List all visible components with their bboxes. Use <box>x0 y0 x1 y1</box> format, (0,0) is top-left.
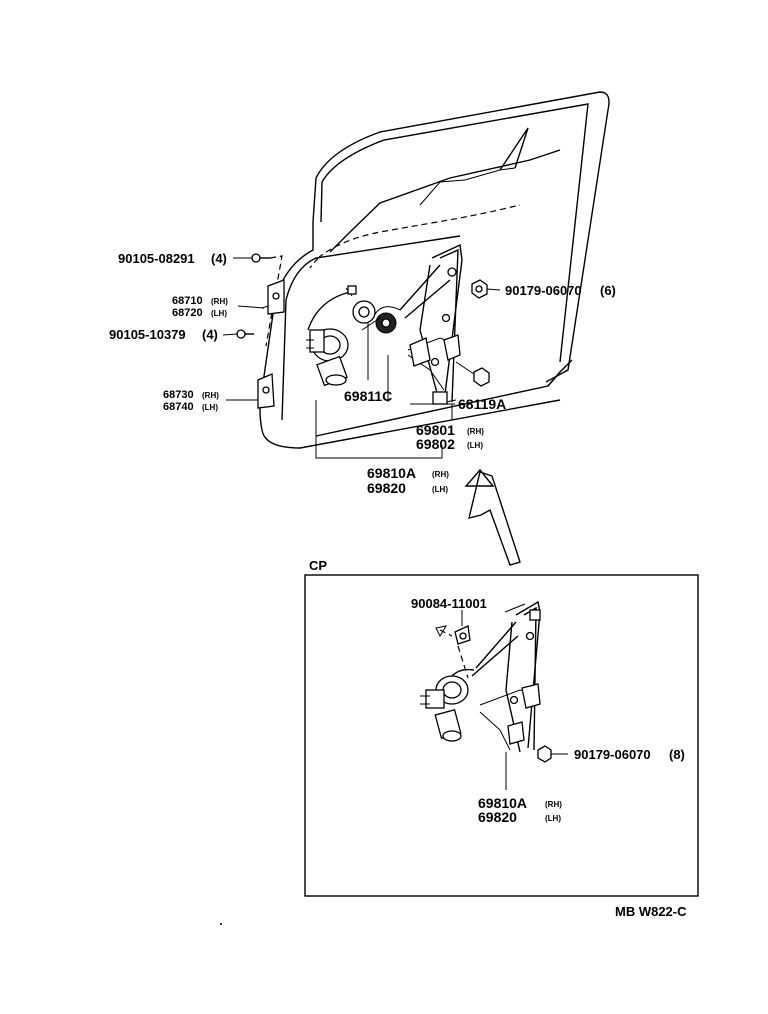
window-motor-inset <box>420 668 475 742</box>
callout-68119a: 68119A <box>458 396 506 412</box>
callout-68720-side: (LH) <box>211 309 227 318</box>
callout-90105-08291: 90105-08291 <box>118 251 195 266</box>
callout-69810a-side: (RH) <box>432 470 449 479</box>
callout-inset-69810a-side: (RH) <box>545 800 562 809</box>
callout-90105-08291-qty: (4) <box>211 251 227 266</box>
callout-inset-69810a: 69810A <box>478 795 527 811</box>
inset-box: CP <box>304 558 699 897</box>
callout-68710-side: (RH) <box>211 297 228 306</box>
hinges-group <box>236 253 285 409</box>
callout-69811c: 69811C <box>344 388 392 404</box>
window-regulator-inset <box>471 600 541 753</box>
leader-lines-main <box>222 257 455 459</box>
callout-inset-69820: 69820 <box>478 809 517 825</box>
callout-90179-06070-main-qty: (6) <box>600 283 616 298</box>
inset-fasteners <box>435 610 568 790</box>
inset-arrow <box>464 468 521 566</box>
callout-69802: 69802 <box>416 436 455 452</box>
callout-90179-06070-main: 90179-06070 <box>505 283 582 298</box>
callout-69802-side: (LH) <box>467 441 483 450</box>
inset-title: CP <box>309 558 327 573</box>
callout-69810a: 69810A <box>367 465 416 481</box>
callout-68730-side: (RH) <box>202 391 219 400</box>
callout-69801: 69801 <box>416 422 455 438</box>
callout-90084-11001: 90084-11001 <box>411 596 487 611</box>
callout-69820: 69820 <box>367 480 406 496</box>
stray-dot <box>220 923 222 925</box>
callout-68740: 68740 <box>163 401 194 413</box>
callout-90179-06070-inset-qty: (8) <box>669 747 685 762</box>
callout-90105-10379: 90105-10379 <box>109 327 186 342</box>
callout-68740-side: (LH) <box>202 403 218 412</box>
callouts: 90105-08291 (4) 68710 (RH) 68720 (LH) 90… <box>109 251 687 919</box>
callout-90105-10379-qty: (4) <box>202 327 218 342</box>
callout-68730: 68730 <box>163 389 194 401</box>
window-motor-main <box>306 285 357 387</box>
window-regulator-main <box>352 243 463 405</box>
callout-inset-69820-side: (LH) <box>545 814 561 823</box>
callout-68720: 68720 <box>172 307 203 319</box>
callout-69820-side: (LH) <box>432 485 448 494</box>
callout-69801-side: (RH) <box>467 427 484 436</box>
reference-code: MB W822-C <box>615 904 687 919</box>
callout-68710: 68710 <box>172 295 203 307</box>
callout-90179-06070-inset: 90179-06070 <box>574 747 651 762</box>
nuts-main <box>361 279 501 387</box>
